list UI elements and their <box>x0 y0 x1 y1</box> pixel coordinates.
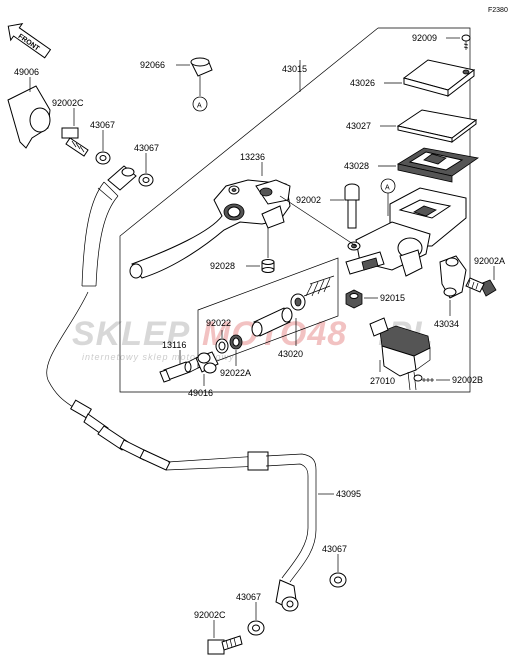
cap-92066 <box>190 57 213 96</box>
washer-92022a <box>229 334 243 350</box>
diaphragm-43028 <box>396 147 480 183</box>
callout-marker-a-left: A <box>192 96 208 112</box>
circlip-92022 <box>215 338 229 354</box>
label-43067-b: 43067 <box>134 143 159 153</box>
label-43067-c: 43067 <box>322 544 347 554</box>
label-92028: 92028 <box>210 261 235 271</box>
watermark-tagline: internetowy sklep motocyklowy <box>82 352 235 362</box>
piston <box>251 307 293 337</box>
label-43020: 43020 <box>278 349 303 359</box>
label-92022a: 92022A <box>220 368 251 378</box>
master-cylinder-body <box>345 187 467 277</box>
label-43034: 43034 <box>434 319 459 329</box>
svg-text:A: A <box>197 103 202 110</box>
label-43027: 43027 <box>346 121 371 131</box>
label-92002c-bottom: 92002C <box>194 610 226 620</box>
hose-upper <box>81 165 137 287</box>
label-49016: 49016 <box>188 388 213 398</box>
label-43028: 43028 <box>344 161 369 171</box>
piston-kit-outline <box>197 257 339 369</box>
label-49006: 49006 <box>14 67 39 77</box>
lever-13236 <box>129 179 357 279</box>
label-92066: 92066 <box>140 60 165 70</box>
figure-code: F2380 <box>488 7 508 14</box>
washer-43067-b <box>138 173 154 187</box>
washer-43067-d <box>247 620 265 636</box>
plate-43027 <box>396 109 478 143</box>
front-arrow-icon: FRONT <box>7 23 52 59</box>
dust-boot-49006 <box>7 85 51 149</box>
clamp-43034 <box>439 255 467 299</box>
bushing-92028 <box>261 259 275 273</box>
banjo-bolt-92002c-bottom <box>207 635 243 655</box>
piston-spring <box>303 275 335 297</box>
reservoir-cap-43026 <box>402 59 476 98</box>
push-rod-13116 <box>159 355 203 383</box>
hose-lower <box>46 291 317 612</box>
screw-92009 <box>461 34 471 50</box>
screw-92002b <box>413 374 434 382</box>
label-43095: 43095 <box>336 489 361 499</box>
label-92002: 92002 <box>296 195 321 205</box>
label-43015: 43015 <box>282 64 307 74</box>
washer-43067-a <box>95 151 111 165</box>
label-43067-d: 43067 <box>236 592 261 602</box>
svg-text:A: A <box>385 185 390 192</box>
watermark-brand-a: SKLEP <box>72 315 190 353</box>
pivot-bolt-92002 <box>344 183 360 229</box>
washer-43067-c <box>329 572 347 588</box>
callout-marker-a-right: A <box>380 178 396 216</box>
label-92022: 92022 <box>206 318 231 328</box>
label-92009: 92009 <box>412 33 437 43</box>
label-43026: 43026 <box>350 78 375 88</box>
assembly-outline <box>119 27 471 393</box>
label-43067-a: 43067 <box>90 120 115 130</box>
label-92015: 92015 <box>380 293 405 303</box>
switch-27010 <box>369 317 431 391</box>
piston-cup <box>290 293 306 311</box>
label-13116: 13116 <box>162 340 186 350</box>
boot-49016 <box>195 351 219 374</box>
label-27010: 27010 <box>370 376 395 386</box>
label-13236: 13236 <box>240 152 265 162</box>
label-92002b: 92002B <box>452 375 483 385</box>
banjo-bolt-92002c-top <box>61 127 89 157</box>
bolt-92002a <box>465 277 497 297</box>
nut-92015 <box>345 289 363 309</box>
label-92002a: 92002A <box>474 256 505 266</box>
label-92002c-top: 92002C <box>52 98 84 108</box>
